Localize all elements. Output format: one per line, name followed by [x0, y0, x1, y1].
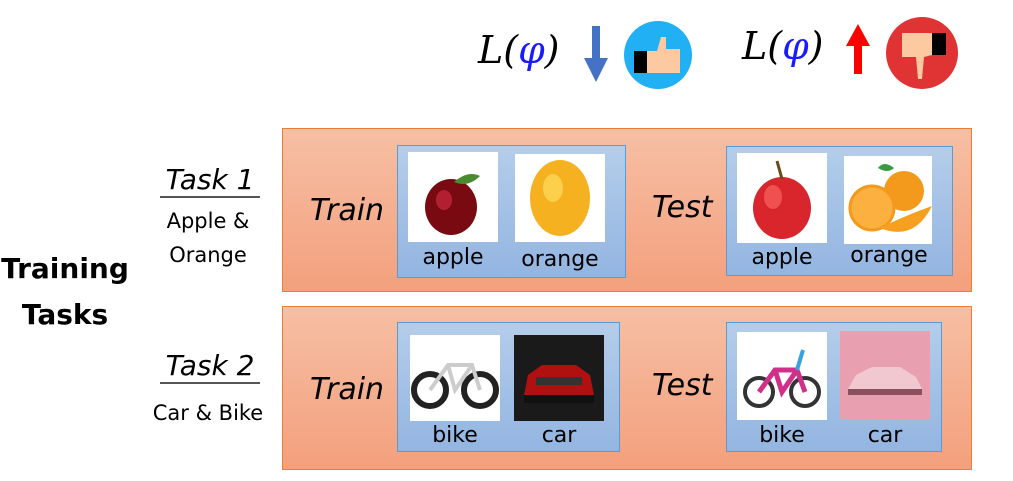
task-1-train-set: apple orange: [397, 145, 626, 278]
paren: ): [544, 28, 560, 72]
task-2-subtitle: Car & Bike: [152, 401, 264, 425]
apple-image: [737, 153, 827, 243]
side-label-tasks: Tasks: [21, 298, 109, 331]
task-1-test-set: apple orange: [726, 146, 953, 276]
train-label: Train: [310, 193, 385, 228]
item-label-orange: orange: [521, 247, 599, 272]
apple-image: [408, 152, 498, 242]
paren: ): [808, 24, 824, 68]
item-label-apple: apple: [422, 245, 484, 270]
task-1-subtitle: Orange: [169, 243, 247, 267]
phi-symbol: φ: [518, 28, 545, 72]
task-1-title: Task 1: [160, 164, 260, 198]
loss-increase-expression: L(φ): [742, 24, 824, 68]
loss-decrease-expression: L(φ): [478, 28, 560, 72]
thumbs-up-icon: [624, 21, 692, 89]
orange-image: [515, 154, 605, 242]
bike-image: [410, 335, 500, 421]
item-label-bike: bike: [759, 423, 805, 448]
test-label: Test: [652, 190, 713, 225]
car-image: [840, 331, 930, 419]
task-1-subtitle: Apple &: [166, 209, 250, 233]
item-label-apple: apple: [751, 245, 813, 270]
thumbs-down-icon: [886, 17, 958, 89]
car-image: [514, 335, 604, 421]
bike-image: [737, 332, 827, 420]
item-label-orange: orange: [850, 243, 928, 268]
task-2-train-set: bike car: [397, 322, 620, 452]
item-label-car: car: [867, 423, 903, 448]
orange-image: [844, 156, 932, 244]
item-label-car: car: [541, 423, 577, 448]
arrow-down-icon: [584, 26, 608, 82]
arrow-up-icon: [846, 24, 870, 74]
task-2-title: Task 2: [160, 350, 260, 384]
item-label-bike: bike: [432, 423, 478, 448]
task-2-test-set: bike car: [726, 322, 942, 452]
side-label-training: Training: [1, 252, 129, 285]
test-label: Test: [652, 368, 713, 403]
loss-symbol: L(: [478, 28, 519, 72]
phi-symbol: φ: [782, 24, 809, 68]
loss-symbol: L(: [742, 24, 783, 68]
train-label: Train: [310, 372, 385, 407]
